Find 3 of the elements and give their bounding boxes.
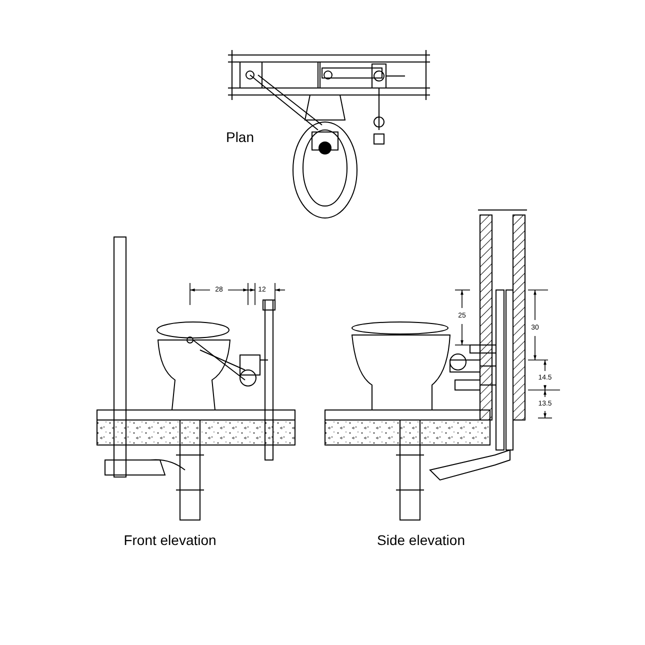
- view-title: Plan: [226, 130, 254, 144]
- view-title: Front elevation: [124, 533, 216, 547]
- view-title: Side elevation: [377, 533, 465, 547]
